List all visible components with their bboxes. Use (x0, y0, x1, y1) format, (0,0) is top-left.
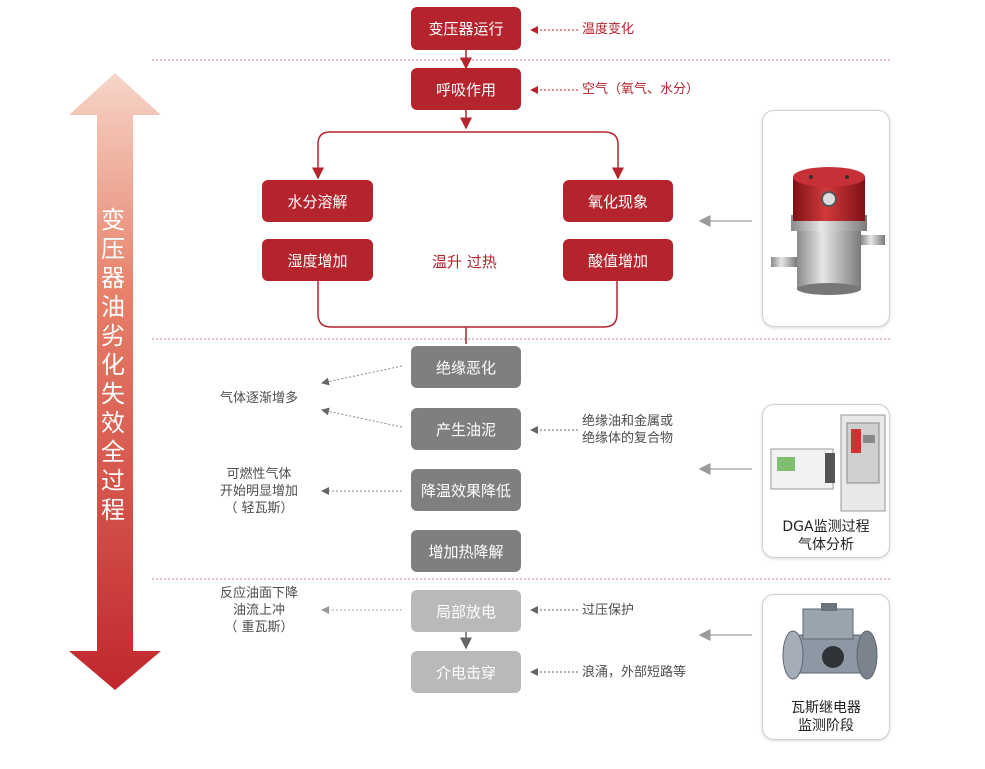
humidity-increase-box: 湿度增加 (262, 239, 373, 281)
dga-monitor-image (770, 414, 886, 512)
transformer-running-box: 变压器运行 (411, 7, 521, 50)
dga-card: DGA监测过程 气体分析 (762, 404, 890, 558)
combustible-note: 可燃性气体 开始明显增加 （ 轻瓦斯） (219, 467, 298, 516)
air-note: 空气（氧气、水分） (582, 82, 700, 97)
surge-note: 浪涌，外部短路等 (582, 665, 687, 680)
gas-gradual-note: 气体逐渐增多 (220, 391, 299, 406)
overvoltage-note: 过压保护 (582, 603, 635, 618)
moisture-sensor-image (771, 167, 885, 295)
breathing-box: 呼吸作用 (411, 68, 521, 110)
breakdown-box: 介电击穿 (411, 651, 521, 693)
compound-note: 绝缘油和金属或 绝缘体的复合物 (582, 414, 674, 446)
temp-change-note: 温度变化 (582, 22, 635, 37)
partial-discharge-box: 局部放电 (411, 590, 521, 632)
dga-caption: DGA监测过程 气体分析 (782, 519, 870, 553)
moisture-sensor-card (762, 110, 890, 327)
oil-level-note: 反应油面下降 油流上冲 （ 重瓦斯） (219, 586, 298, 635)
side-title: 变压器油劣化失效全过程 (101, 206, 125, 524)
gas-relay-caption: 瓦斯继电器 监测阶段 (791, 700, 861, 734)
insulation-degrade-box: 绝缘恶化 (411, 346, 521, 388)
gas-relay-card: 瓦斯继电器 监测阶段 (762, 594, 890, 740)
acid-increase-box: 酸值增加 (563, 239, 673, 281)
sludge-box: 产生油泥 (411, 408, 521, 450)
temp-rise-label: 温升 过热 (432, 253, 497, 271)
water-dissolve-box: 水分溶解 (262, 180, 373, 222)
oxidation-box: 氧化现象 (563, 180, 673, 222)
lifecycle-double-arrow (69, 73, 161, 690)
gas-relay-image (782, 603, 878, 680)
cooling-reduce-box: 降温效果降低 (411, 469, 521, 511)
heat-increase-box: 增加热降解 (411, 530, 521, 572)
